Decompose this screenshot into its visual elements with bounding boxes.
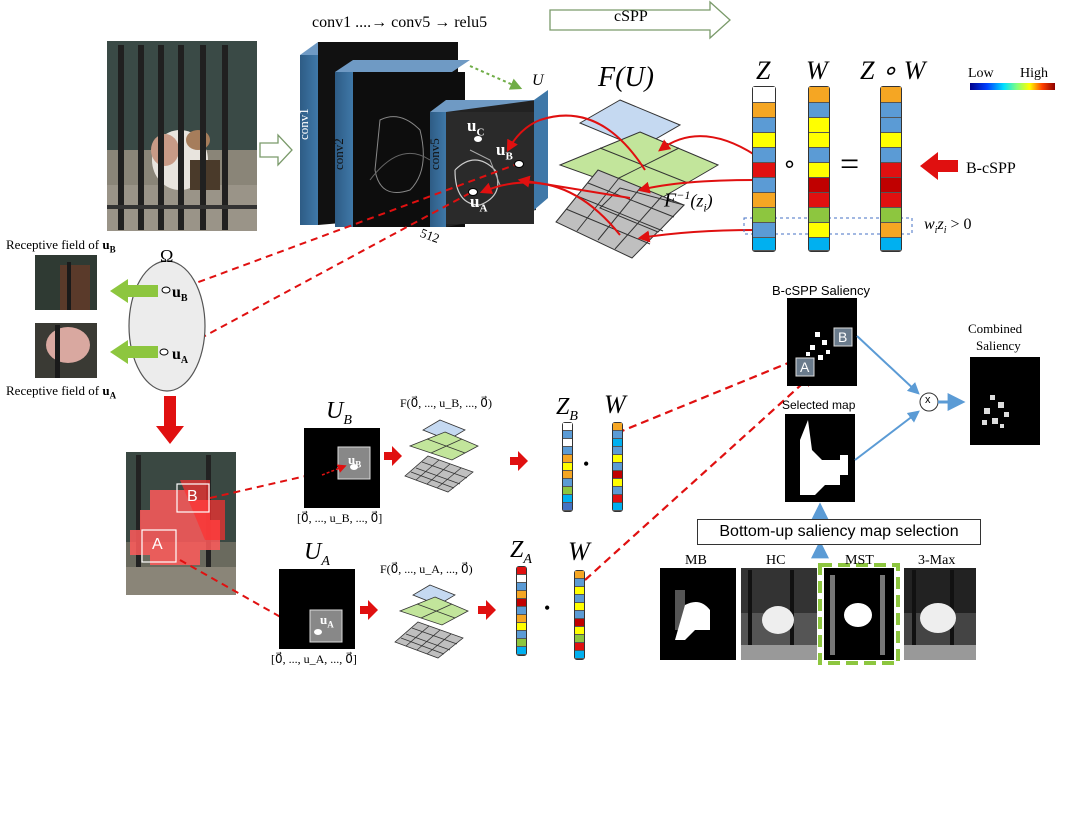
green-dotted-arrow bbox=[469, 65, 523, 90]
circ-op: ∘ bbox=[782, 152, 798, 178]
map-mst bbox=[818, 563, 900, 665]
bcspp-saliency-map bbox=[787, 298, 857, 386]
f-inverse-label: F−1(zi) bbox=[664, 188, 713, 215]
wb-label: W bbox=[604, 390, 626, 419]
ua-title: UA bbox=[304, 539, 330, 569]
wa-label: W bbox=[568, 537, 590, 566]
multiply-label: x bbox=[925, 394, 931, 406]
ub-map-label: uB bbox=[348, 452, 362, 470]
seg-box-b: B bbox=[187, 488, 198, 505]
z-vector bbox=[752, 86, 776, 252]
hollow-arrow bbox=[259, 133, 293, 167]
red-curve-arrows bbox=[479, 114, 756, 243]
w-label: W bbox=[806, 56, 828, 85]
green-arrows bbox=[110, 279, 158, 364]
ua-dot bbox=[468, 188, 478, 196]
small-pyramid-a bbox=[394, 584, 469, 659]
rf-b-image bbox=[35, 255, 97, 310]
w-vector bbox=[808, 86, 830, 252]
dash-line-ua bbox=[174, 192, 471, 353]
map-label-3max: 3-Max bbox=[918, 553, 956, 568]
equals-op: = bbox=[840, 146, 860, 183]
wa-vector bbox=[574, 570, 585, 660]
combined-title-1: Combined bbox=[968, 321, 1023, 336]
input-photo bbox=[107, 41, 257, 231]
legend-low: Low bbox=[968, 66, 994, 81]
omega-ub: uB bbox=[172, 284, 188, 305]
fa-label: F(0⃗, ..., u_A, ..., 0⃗) bbox=[380, 562, 473, 576]
map-label-mst: MST bbox=[845, 553, 874, 568]
omega-ua: uA bbox=[172, 346, 189, 367]
legend-high: High bbox=[1020, 66, 1048, 81]
ub-point bbox=[161, 286, 171, 294]
z-label: Z bbox=[756, 56, 771, 85]
ua-point bbox=[159, 348, 169, 356]
map-label-mb: MB bbox=[685, 553, 707, 568]
color-legend-bar bbox=[970, 83, 1055, 90]
rf-a-label: Receptive field of uA bbox=[6, 383, 117, 401]
dash-wa-to-saliency bbox=[584, 373, 814, 581]
ub-vec: [0⃗, ..., u_B, ..., 0⃗] bbox=[297, 511, 383, 525]
ua-label: uA bbox=[470, 192, 488, 215]
segmented-photo bbox=[126, 452, 236, 595]
map-mb bbox=[660, 568, 736, 660]
bcspp-label: B-cSPP bbox=[966, 160, 1016, 177]
layer-conv2: conv2 bbox=[331, 138, 346, 170]
combined-saliency-map bbox=[970, 357, 1040, 445]
za-label: ZA bbox=[510, 537, 532, 567]
selected-map-title: Selected map bbox=[782, 398, 856, 412]
spatial-pyramid bbox=[555, 99, 720, 259]
seg-box-a: A bbox=[152, 536, 163, 553]
fb-label: F(0⃗, ..., u_B, ..., 0⃗) bbox=[400, 396, 492, 410]
ua-vec: [0⃗, ..., u_A, ..., 0⃗] bbox=[271, 652, 357, 666]
uc-label: uC bbox=[467, 116, 485, 139]
rf-b-label: Receptive field of uB bbox=[6, 237, 116, 255]
uc-dot bbox=[474, 136, 482, 142]
red-down-arrow bbox=[156, 396, 184, 444]
rf-a-image bbox=[35, 323, 97, 378]
zb-vector bbox=[562, 422, 573, 512]
za-vector bbox=[516, 566, 527, 656]
ub-dot bbox=[514, 160, 524, 168]
layer-conv1: conv1 bbox=[296, 108, 311, 140]
ua-map-label: uA bbox=[320, 612, 334, 630]
map-label-hc: HC bbox=[766, 553, 786, 568]
map-hc bbox=[741, 568, 817, 660]
omega-ellipse bbox=[128, 260, 206, 392]
conv-blocks bbox=[300, 42, 548, 227]
cspp-label: cSPP bbox=[614, 8, 648, 25]
sal-box-a: A bbox=[800, 359, 810, 375]
small-pyramid-b bbox=[404, 419, 479, 493]
u-label: U bbox=[532, 72, 544, 89]
wb-vector bbox=[612, 422, 623, 512]
dot-a: • bbox=[544, 598, 551, 618]
layer-conv5: conv5 bbox=[427, 138, 442, 170]
cspp-arrow-shape bbox=[549, 0, 731, 40]
zb-label: ZB bbox=[556, 394, 578, 424]
bcspp-saliency-title: B-cSPP Saliency bbox=[772, 283, 871, 298]
ub-label: uB bbox=[496, 140, 513, 163]
small-red-arrows bbox=[360, 446, 528, 620]
bcspp-red-arrow bbox=[920, 152, 958, 180]
dash-line-ub bbox=[176, 162, 521, 291]
sal-box-b: B bbox=[838, 329, 848, 345]
combined-title-2: Saliency bbox=[976, 338, 1021, 353]
dot-b: • bbox=[583, 454, 590, 474]
ub-title: UB bbox=[326, 398, 352, 428]
selection-box: Bottom-up saliency map selection bbox=[697, 519, 981, 545]
wz-condition: wizi > 0 bbox=[924, 216, 972, 237]
conv-pipeline-label: conv1 ....→ conv5 → relu5 bbox=[312, 14, 488, 31]
zw-label: Z ∘ W bbox=[860, 56, 926, 85]
dash-box-b-to-ub bbox=[209, 469, 333, 499]
dash-wb-to-saliency bbox=[616, 349, 818, 435]
f-u-label: F(U) bbox=[598, 62, 654, 93]
map-3max bbox=[904, 568, 976, 660]
zw-vector bbox=[880, 86, 902, 252]
selected-map bbox=[785, 414, 855, 502]
omega-label: Ω bbox=[160, 246, 174, 266]
